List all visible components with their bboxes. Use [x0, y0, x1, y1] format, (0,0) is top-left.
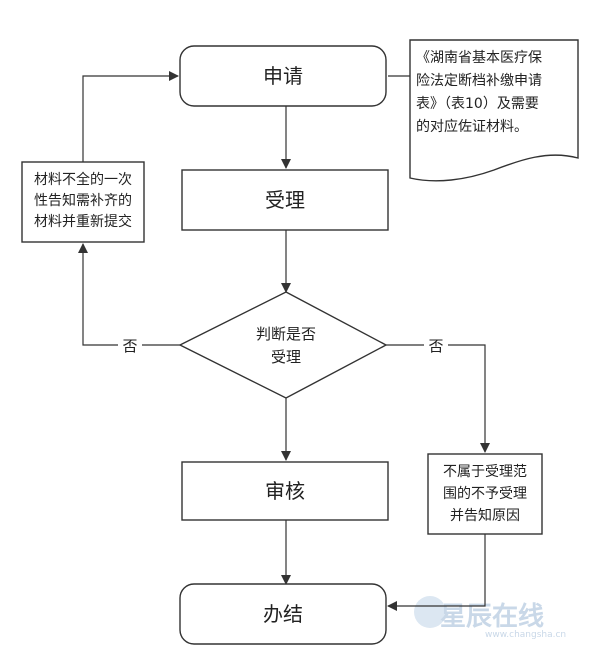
node-reject-line2: 围的不予受理: [443, 486, 527, 502]
node-document-line3: 表》（表10）及需要: [416, 96, 539, 112]
node-review: [181, 461, 389, 521]
node-accept: [181, 169, 389, 231]
node-resubmit-line3: 材料并重新提交: [34, 213, 132, 230]
edge-label-no-left: 否: [122, 337, 137, 355]
node-reject: [427, 453, 543, 535]
node-accept-label: 受理: [265, 188, 305, 212]
label-bg-left: [118, 335, 142, 355]
edge-resubmit-apply: [82, 71, 179, 162]
node-review-label: 审核: [265, 479, 305, 503]
node-apply-label: 申请: [263, 64, 303, 88]
node-handle-label: 办结: [263, 602, 303, 626]
node-decision-line2: 受理: [271, 348, 301, 366]
node-resubmit: [21, 161, 145, 243]
watermark-brand: 星辰在线: [440, 602, 544, 632]
label-bg-right: [424, 335, 448, 355]
node-document: [409, 39, 579, 182]
watermark-logo-icon: [414, 596, 446, 628]
node-handle: [179, 583, 387, 645]
watermark-url: www.changsha.cn: [485, 630, 566, 640]
edge-decision-reject: [386, 344, 490, 453]
node-resubmit-line1: 材料不全的一次: [34, 171, 132, 188]
node-decision-line1: 判断是否: [256, 325, 316, 343]
edge-reject-handle: [387, 534, 486, 611]
node-document-line1: 《湖南省基本医疗保: [416, 49, 542, 66]
node-resubmit-line2: 性告知需补齐的: [34, 192, 132, 209]
edge-label-no-right: 否: [428, 337, 443, 355]
node-document-line4: 的对应佐证材料。: [416, 118, 528, 135]
edge-decision-resubmit: [78, 243, 180, 346]
node-decision: [178, 291, 388, 399]
node-reject-line1: 不属于受理范: [443, 463, 527, 480]
node-reject-line3: 并告知原因: [450, 507, 520, 524]
watermark: 星辰在线 www.changsha.cn: [414, 596, 566, 640]
node-apply: [179, 45, 387, 107]
node-document-line2: 险法定断档补缴申请: [416, 73, 542, 89]
